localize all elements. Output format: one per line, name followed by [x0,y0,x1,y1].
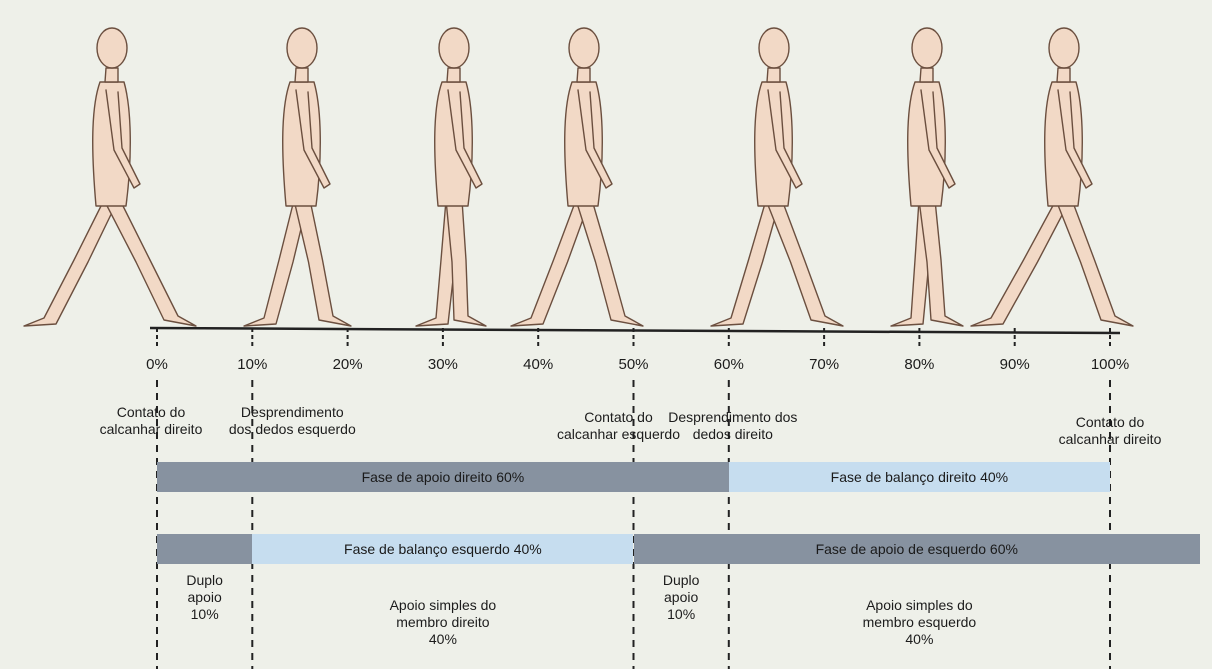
walking-figure [415,27,487,327]
phase-bar-swing: Fase de balanço esquerdo 40% [252,534,634,564]
percent-label: 10% [237,356,268,373]
figure-neck [446,67,461,83]
figure-head [911,27,943,69]
support-label: Duplo apoio 10% [662,572,700,622]
figure-neck [919,67,934,83]
percent-label: 20% [332,356,363,373]
walking-figures [23,27,1134,327]
figure-head [568,27,600,69]
phase-bar-label: Fase de balanço direito 40% [830,469,1009,485]
percent-label: 30% [427,356,458,373]
event-label: Contato do calcanhar direito [99,404,203,437]
figure-leg [1055,199,1134,327]
phase-bar-swing: Fase de balanço direito 40% [728,462,1110,492]
figure-arm [577,89,613,189]
figure-leg [23,199,119,327]
walking-figure [510,27,644,327]
phase-bar-stance: Fase de apoio direito 60% [157,462,729,492]
figure-arm [1057,89,1093,189]
walking-figure [23,27,197,327]
figure-neck [104,67,119,83]
support-label: Duplo apoio 10% [186,572,223,622]
figure-leg [765,199,844,327]
figure-arm [105,89,141,189]
figure-head [438,27,470,69]
percent-label: 50% [618,356,649,373]
figure-leg [243,199,309,327]
figure-leg [710,199,781,327]
event-label: Contato do calcanhar direito [1058,414,1162,447]
figure-neck [294,67,309,83]
percent-label: 40% [523,356,554,373]
figure-leg [103,199,197,327]
support-label: Apoio simples do membro esquerdo 40% [862,597,977,647]
phase-bar-label: Fase de apoio direito 60% [361,469,525,485]
figure-head [96,27,128,69]
figure-arm [295,89,331,189]
event-label: Desprendimento dos dedos esquerdo [228,404,356,437]
figure-leg [293,199,352,327]
figure-leg [970,199,1071,327]
walking-figure [890,27,964,327]
walking-figure [970,27,1134,327]
phase-bar-stance: Fase de apoio de esquerdo 60% [633,534,1200,564]
percent-label: 0% [146,356,168,373]
figure-neck [766,67,781,83]
figure-leg [918,199,964,327]
figure-head [758,27,790,69]
event-label: Contato do calcanhar esquerdo [557,409,680,442]
support-label: Apoio simples do membro direito 40% [389,597,497,647]
figure-leg [445,199,487,327]
event-label: Desprendimento dos dedos direito [668,409,798,442]
percent-label: 80% [904,356,935,373]
figure-leg [575,199,644,327]
percent-label: 90% [999,356,1030,373]
walking-figure [243,27,352,327]
figure-neck [576,67,591,83]
phase-bar-stance [157,534,253,564]
figure-arm [447,89,483,189]
figure-neck [1056,67,1071,83]
phase-bar-label: Fase de apoio de esquerdo 60% [815,541,1018,557]
percent-label: 70% [809,356,840,373]
figure-head [286,27,318,69]
phase-bar-label: Fase de balanço esquerdo 40% [344,541,542,557]
figure-arm [767,89,803,189]
figure-arm [920,89,956,189]
figure-head [1048,27,1080,69]
percent-label: 60% [713,356,744,373]
walking-figure [710,27,844,327]
figure-leg [510,199,591,327]
percent-label: 100% [1090,356,1130,373]
